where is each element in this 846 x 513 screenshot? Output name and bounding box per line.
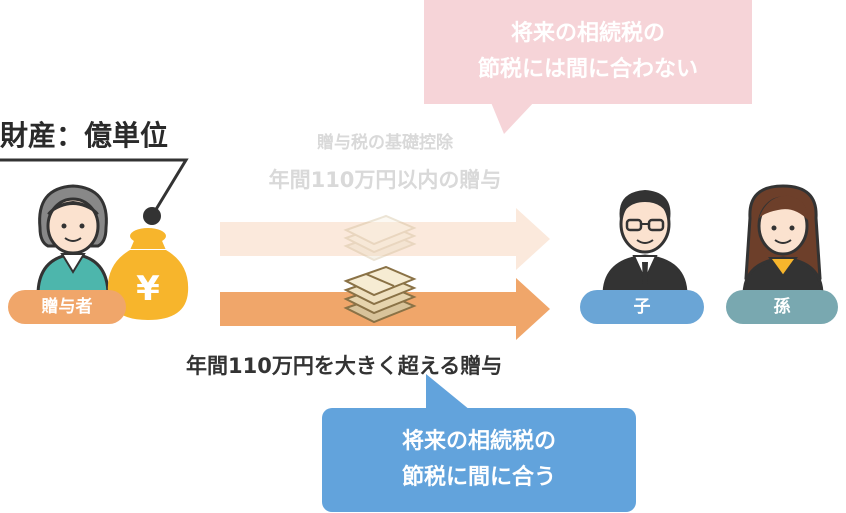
grandchild-pill: 孫 xyxy=(726,290,838,324)
giver-pill: 贈与者 xyxy=(8,290,126,324)
faded-money-stack-icon xyxy=(343,214,417,262)
giver-label: 贈与者 xyxy=(41,297,93,317)
grandchild-label: 孫 xyxy=(773,297,791,317)
child-figure-icon xyxy=(602,190,688,295)
faded-caption-line2: 年間110万円以内の贈与 xyxy=(268,168,502,192)
asset-leader-line xyxy=(0,158,189,225)
money-stack-icon xyxy=(343,266,417,324)
asset-label: 財産：億単位 xyxy=(0,119,169,152)
child-label: 子 xyxy=(633,297,651,317)
child-pill: 子 xyxy=(580,290,704,324)
bottom-speech-bubble: 将来の相続税の 節税に間に合う xyxy=(322,408,636,512)
grandchild-figure-icon xyxy=(742,184,824,295)
large-gift-label: 年間110万円を大きく超える贈与 xyxy=(186,354,503,378)
top-bubble-tail xyxy=(490,100,536,134)
giver-figure-icon xyxy=(36,184,110,295)
top-bubble-line2: 節税には間に合わない xyxy=(477,57,698,82)
bottom-bubble-tail xyxy=(426,374,470,412)
money-bag-icon: ¥ xyxy=(107,228,189,320)
top-speech-bubble: 将来の相続税の 節税には間に合わない xyxy=(424,0,752,104)
yen-symbol: ¥ xyxy=(136,269,160,309)
bottom-bubble-line1: 将来の相続税の xyxy=(401,429,556,454)
bottom-bubble-line2: 節税に間に合う xyxy=(401,465,556,490)
faded-caption-line1: 贈与税の基礎控除 xyxy=(317,133,453,153)
faded-arrow xyxy=(220,208,550,270)
top-bubble-line1: 将来の相続税の xyxy=(510,21,665,46)
